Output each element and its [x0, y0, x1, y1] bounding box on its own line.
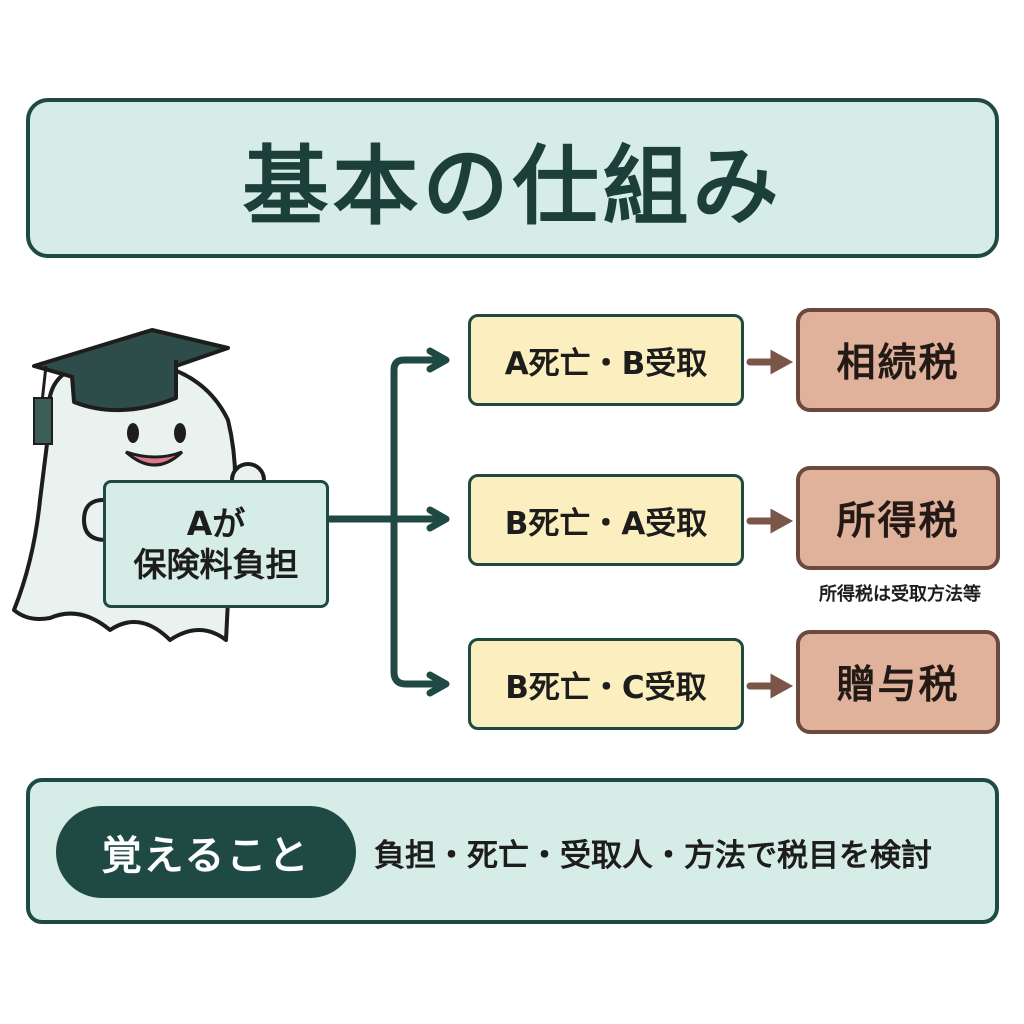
page-title: 基本の仕組み: [242, 136, 783, 237]
case-box-2: B死亡・A受取: [468, 474, 744, 566]
remember-text: 負担・死亡・受取人・方法で税目を検討: [374, 837, 932, 874]
tax-box-inheritance: 相続税: [796, 308, 1000, 412]
remember-pill: 覚えること: [56, 806, 356, 898]
graduation-cap-icon: [32, 328, 230, 445]
tax-arrow-3-head: [770, 673, 794, 699]
case-box-1: A死亡・B受取: [468, 314, 744, 406]
title-banner: 基本の仕組み: [26, 98, 999, 258]
income-tax-note: 所得税は受取方法等: [819, 584, 981, 605]
arrowhead-case-3: [426, 671, 450, 697]
sign-line-1: Aが: [186, 503, 246, 543]
arrowhead-case-1: [426, 347, 450, 373]
sign-line-2: 保険料負担: [133, 545, 299, 584]
tax-arrow-1-head: [770, 349, 794, 375]
tax-box-income: 所得税: [796, 466, 1000, 570]
tax-box-gift: 贈与税: [796, 630, 1000, 734]
tax-arrows: [746, 349, 794, 699]
tax-arrow-2-head: [770, 508, 794, 534]
case-box-3: B死亡・C受取: [468, 638, 744, 730]
arrowhead-case-2: [426, 506, 450, 532]
connector-vertical: [390, 356, 444, 688]
branch-connector: [325, 347, 450, 697]
premium-payer-sign: Aが 保険料負担: [103, 480, 329, 608]
